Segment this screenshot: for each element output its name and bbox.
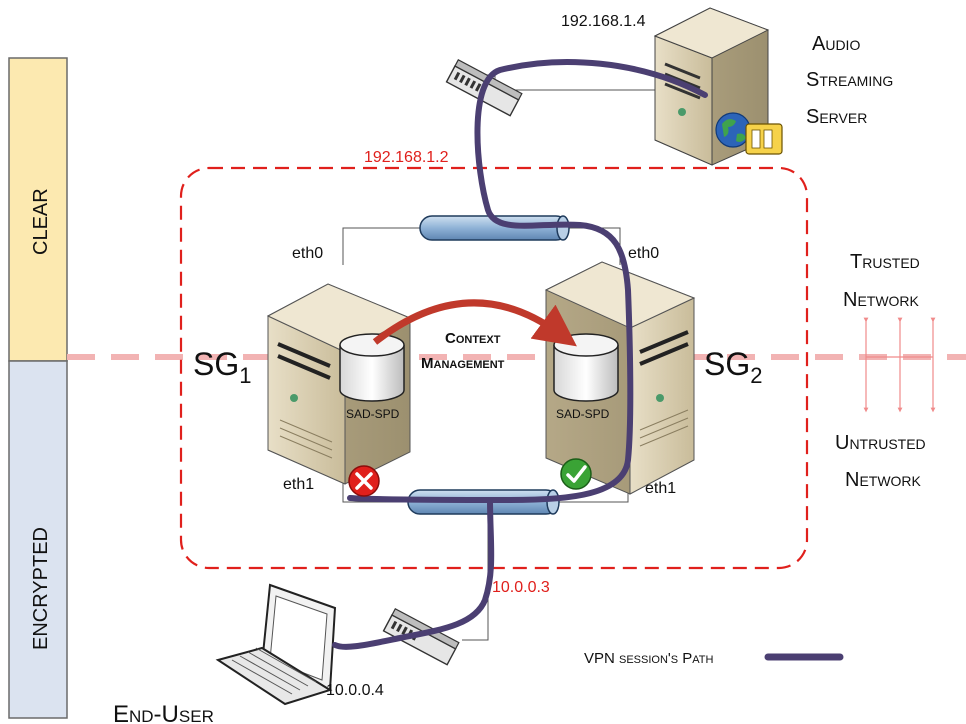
eth0-left-line: [342, 227, 420, 265]
end-user-label: End-User: [113, 701, 214, 724]
sg2-label: SG2: [704, 346, 762, 388]
sg1-db-label: SAD-SPD: [346, 407, 400, 421]
trusted-inner-ip-label: 192.168.1.2: [364, 149, 449, 166]
sg2-database-icon: [553, 333, 619, 402]
untrusted-network-line1: Untrusted: [835, 432, 926, 454]
sg1-name: SG: [193, 346, 239, 382]
eth0-right-line: [565, 227, 621, 265]
sg2-db-label: SAD-SPD: [556, 407, 610, 421]
eth0-right-label: eth0: [628, 245, 659, 262]
sg1-failure-icon: [348, 465, 380, 497]
clear-zone-label: CLEAR: [30, 188, 52, 255]
untrusted-network-line2: Network: [845, 469, 922, 491]
eth1-right-label: eth1: [645, 480, 676, 497]
security-domain-boundary: [179, 166, 809, 570]
eth0-left-label: eth0: [292, 245, 323, 262]
server-ip-label: 192.168.1.4: [561, 13, 646, 30]
network-direction-arrows: [863, 317, 936, 413]
user-link-line: [462, 510, 489, 641]
clear-zone-bar: [8, 57, 68, 362]
eth1-left-label: eth1: [283, 476, 314, 493]
film-reel-icon: [745, 123, 783, 155]
sg2-success-icon: [560, 458, 592, 490]
globe-icon: [715, 112, 751, 148]
sg2-name: SG: [704, 346, 750, 382]
sg1-label: SG1: [193, 346, 251, 388]
encrypted-zone-label: ENCRYPTED: [30, 527, 52, 650]
sg1-subscript: 1: [239, 363, 251, 388]
sg1-database-icon: [339, 333, 405, 402]
sg2-server: [544, 261, 696, 495]
sg2-subscript: 2: [750, 363, 762, 388]
server-label-line1: Audio: [812, 33, 860, 55]
encrypted-zone-bar: [8, 360, 68, 719]
audio-streaming-server: [653, 7, 783, 166]
end-user-ip-label: 10.0.0.4: [326, 682, 384, 699]
trusted-network-line1: Trusted: [850, 251, 920, 273]
context-label-line1: Context: [445, 330, 501, 347]
trusted-network-line2: Network: [843, 289, 920, 311]
legend-label: VPN session's Path: [584, 650, 714, 667]
vpn-session-path: [332, 59, 708, 650]
context-transfer-arrow: [372, 299, 577, 347]
context-label-line2: Management: [421, 355, 505, 372]
server-label-line3: Server: [806, 106, 867, 128]
laptop-icon: [215, 583, 337, 706]
server-label-line2: Streaming: [806, 69, 893, 91]
untrusted-inner-ip-label: 10.0.0.3: [492, 579, 550, 596]
